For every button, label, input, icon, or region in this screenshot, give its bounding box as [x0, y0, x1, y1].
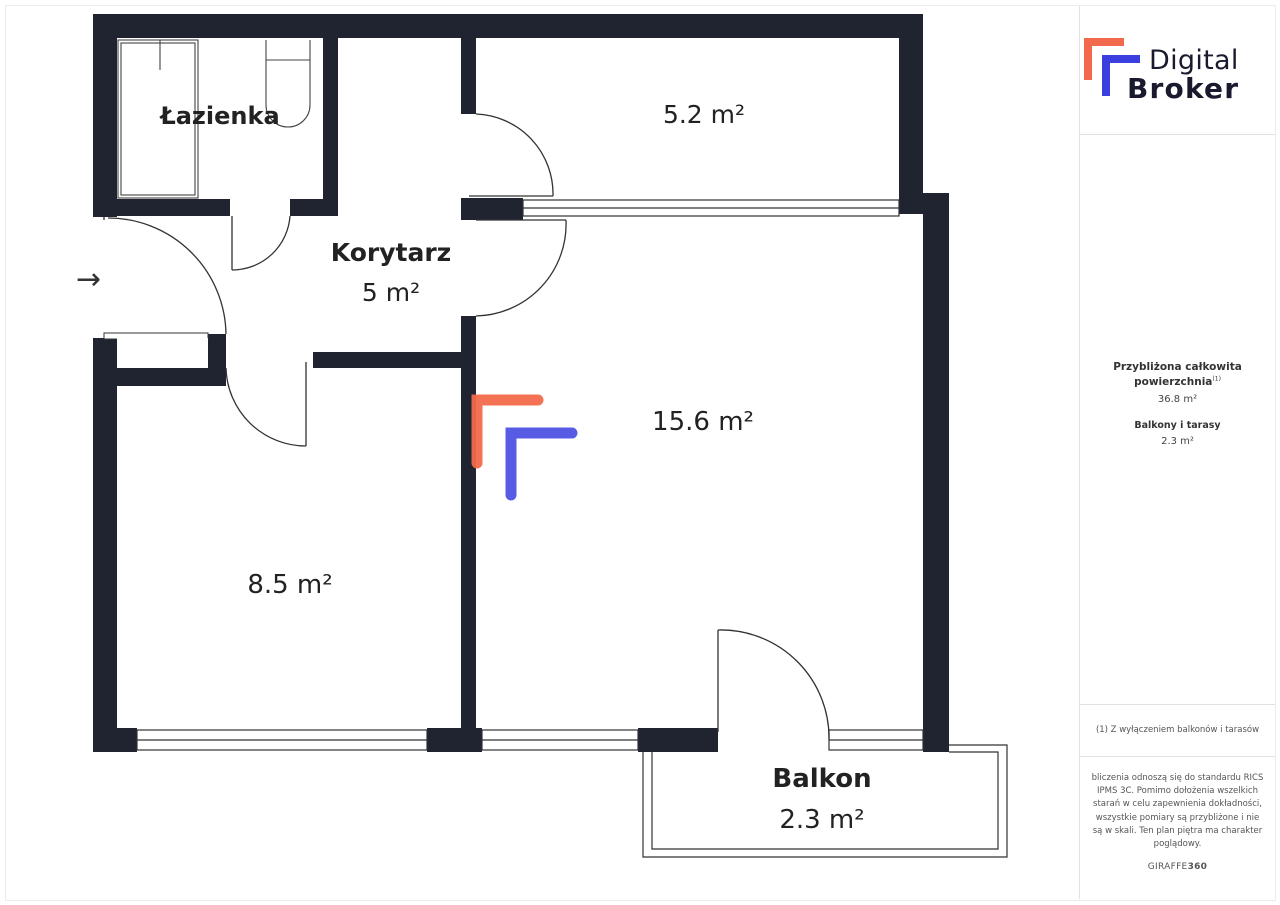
- wall-bedroom-top-post: [208, 334, 226, 386]
- watermark-logo: [471, 394, 578, 501]
- windows: [103, 199, 924, 751]
- brand-name-line1: Digital: [1149, 45, 1239, 76]
- room-labels: Łazienka 5.2 m² Korytarz 5 m² 15.6 m² 8.…: [158, 100, 871, 835]
- balcony-outline: [642, 744, 1008, 858]
- wall-bottom-center: [427, 728, 482, 752]
- window-bedroom-notch: [117, 338, 208, 368]
- wall-center-top: [461, 14, 476, 114]
- bathroom-fixtures: [117, 39, 311, 199]
- bedroom-door-swing: [225, 367, 307, 447]
- entrance-arrow-icon: →: [76, 262, 101, 297]
- doors: [103, 113, 830, 741]
- wall-center-stub: [461, 198, 523, 220]
- panel-divider: [1079, 6, 1080, 899]
- panel-rule-low: [1080, 756, 1275, 757]
- corridor-name: Korytarz: [331, 238, 451, 267]
- wall-center-mid: [461, 316, 476, 752]
- wall-bottom-right: [923, 728, 949, 752]
- entrance-door-swing: [107, 217, 227, 335]
- credit: GIRAFFE360: [1090, 861, 1265, 875]
- living-door-swing: [475, 219, 567, 317]
- walls: [93, 14, 949, 752]
- balcony-total-value: 2.3 m²: [1161, 436, 1194, 448]
- footnote: (1) Z wyłączeniem balkonów i tarasów: [1095, 725, 1260, 735]
- toilet: [265, 40, 311, 128]
- wall-storage-right: [899, 14, 923, 214]
- corridor-area: 5 m²: [362, 278, 420, 307]
- wall-left-lower: [93, 338, 117, 752]
- disclaimer: bliczenia odnoszą się do standardu RICS …: [1091, 773, 1264, 849]
- wall-bathroom-right: [323, 14, 338, 216]
- brand-logo-icon: [1084, 38, 1140, 96]
- bathroom-door-swing: [231, 215, 291, 271]
- bathtub: [117, 39, 199, 199]
- wall-top: [93, 14, 923, 38]
- panel-rule-top: [1080, 134, 1275, 135]
- bedroom-area: 8.5 m²: [247, 570, 332, 600]
- total-area-label-line2: powierzchnia: [1134, 376, 1213, 389]
- wall-bedroom-top-left: [93, 368, 226, 386]
- wall-bottom-left: [93, 728, 137, 752]
- wall-corridor-bottom: [313, 352, 476, 368]
- storage-area: 5.2 m²: [663, 100, 745, 129]
- wall-right: [923, 193, 949, 752]
- bathroom-name: Łazienka: [158, 102, 279, 130]
- brand-name-line2: Broker: [1127, 72, 1240, 105]
- wall-bathroom-bottom-right: [290, 199, 338, 216]
- balcony-door-swing: [717, 629, 830, 741]
- info-panel: Digital Broker Przybliżona całkowita pow…: [1080, 6, 1275, 899]
- balcony-area: 2.3 m²: [779, 805, 864, 835]
- wall-bathroom-bottom-left: [93, 199, 230, 216]
- balcony: [642, 744, 1008, 858]
- credit-prefix: GIRAFFE: [1147, 862, 1188, 872]
- wall-left-upper: [93, 14, 117, 217]
- balcony-name: Balkon: [772, 764, 871, 794]
- living-room-area: 15.6 m²: [652, 407, 754, 437]
- total-area-footnote-mark: (1): [1212, 375, 1221, 383]
- balcony-total-label: Balkony i tarasy: [1134, 420, 1221, 432]
- storage-door-swing: [475, 113, 554, 197]
- wall-bottom-balcony: [638, 728, 718, 752]
- panel-rule-mid: [1080, 704, 1275, 705]
- floor-plan-drawing: → Łazienka 5.2 m² Korytarz 5 m² 15.6 m² …: [76, 14, 1008, 858]
- total-area-label-line2-row: powierzchnia(1): [1080, 375, 1275, 390]
- total-area-block: Przybliżona całkowita powierzchnia(1) 36…: [1080, 360, 1275, 449]
- total-area-value: 36.8 m²: [1157, 394, 1198, 406]
- credit-suffix: 360: [1187, 862, 1208, 872]
- total-area-label-line1: Przybliżona całkowita: [1113, 361, 1242, 373]
